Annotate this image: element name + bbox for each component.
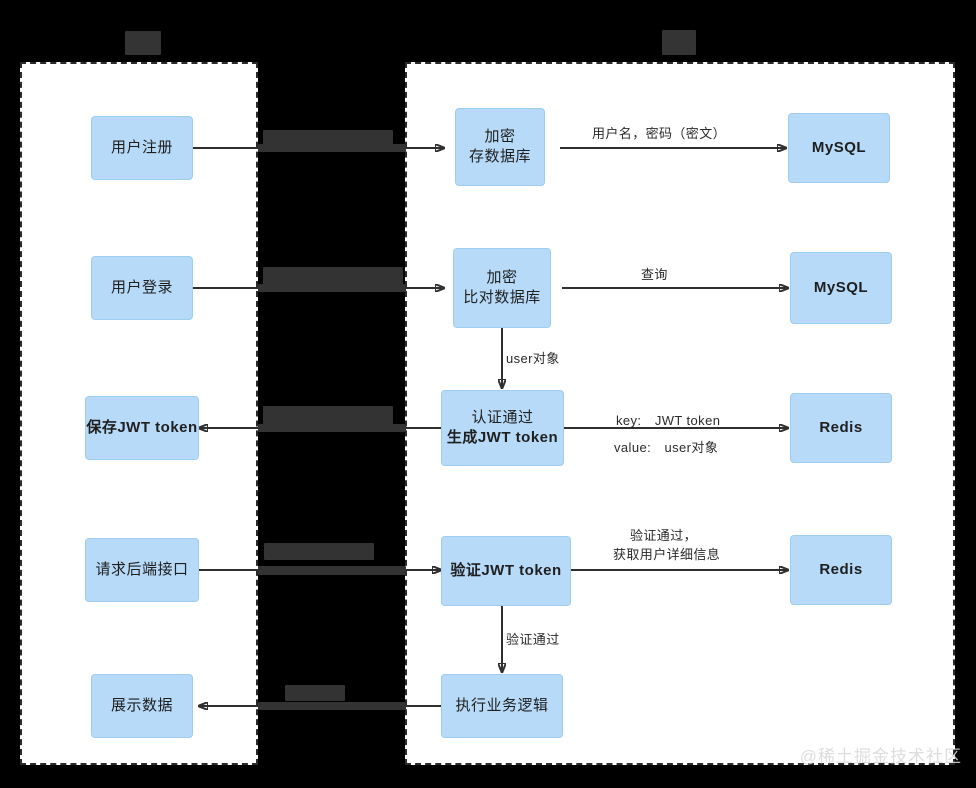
edge-label-register-to-mysql: 用户名，密码（密文）	[592, 126, 727, 141]
node-user-login[interactable]: 用户登录	[91, 256, 193, 320]
node-label: 用户登录	[110, 278, 173, 296]
cross-line-4-redaction	[258, 566, 406, 575]
node-user-register[interactable]: 用户注册	[91, 116, 193, 180]
node-redis-verify-token[interactable]: Redis	[790, 535, 892, 605]
edge-label-verify-to-business: 验证通过	[506, 632, 560, 647]
node-save-jwt-token[interactable]: 保存JWT token	[85, 396, 199, 460]
edge-label-verify-to-redis-line1: 验证通过，	[630, 528, 698, 543]
node-label-line2: 比对数据库	[463, 289, 541, 306]
node-verify-jwt-token[interactable]: 验证JWT token	[441, 536, 571, 606]
node-request-backend-api[interactable]: 请求后端接口	[85, 538, 199, 602]
cross-line-1-redaction	[258, 144, 406, 152]
edge-label-compare-to-auth: user对象	[506, 351, 560, 366]
node-mysql-register[interactable]: MySQL	[788, 113, 890, 183]
node-encrypt-store-db[interactable]: 加密 存数据库	[455, 108, 545, 186]
node-label: 执行业务逻辑	[455, 696, 549, 714]
node-label-line1: 加密	[484, 127, 516, 145]
cross-label-2-redaction	[263, 267, 403, 286]
node-label: MySQL	[811, 138, 867, 156]
node-display-data[interactable]: 展示数据	[91, 674, 193, 738]
node-label: Redis	[819, 560, 863, 578]
node-label: MySQL	[813, 278, 869, 296]
cross-label-4-redaction	[264, 543, 374, 560]
node-label: 保存JWT token	[86, 418, 198, 436]
node-encrypt-compare-db[interactable]: 加密 比对数据库	[453, 248, 551, 328]
server-panel-title-redaction	[662, 30, 696, 55]
node-label-line1: 加密	[486, 268, 518, 286]
node-label: Redis	[819, 418, 863, 436]
node-label: 用户注册	[110, 138, 173, 156]
edge-label-login-to-mysql: 查询	[641, 267, 668, 282]
node-label-line2: 生成JWT token	[446, 429, 559, 446]
node-mysql-login[interactable]: MySQL	[790, 252, 892, 324]
node-execute-business-logic[interactable]: 执行业务逻辑	[441, 674, 563, 738]
cross-line-5-redaction	[258, 702, 406, 710]
cross-label-5-redaction	[285, 685, 345, 701]
node-label: 请求后端接口	[95, 560, 189, 578]
cross-label-1-redaction	[263, 130, 393, 147]
node-label: 验证JWT token	[450, 561, 562, 579]
node-auth-pass-generate-jwt[interactable]: 认证通过 生成JWT token	[441, 390, 564, 466]
edge-label-verify-to-redis-line2: 获取用户详细信息	[613, 547, 721, 562]
node-label: 展示数据	[110, 696, 173, 714]
node-label-line1: 认证通过	[471, 408, 534, 426]
client-panel-title-redaction	[125, 31, 161, 55]
edge-label-auth-to-redis-value: value: user对象	[614, 440, 719, 455]
cross-label-3-redaction	[263, 406, 393, 425]
watermark: @稀土掘金技术社区	[799, 747, 962, 766]
node-redis-store-token[interactable]: Redis	[790, 393, 892, 463]
cross-line-2-redaction	[258, 284, 406, 292]
edge-label-auth-to-redis-key: key: JWT token	[616, 413, 721, 428]
cross-line-3-redaction	[258, 424, 406, 432]
node-label-line2: 存数据库	[468, 148, 531, 165]
